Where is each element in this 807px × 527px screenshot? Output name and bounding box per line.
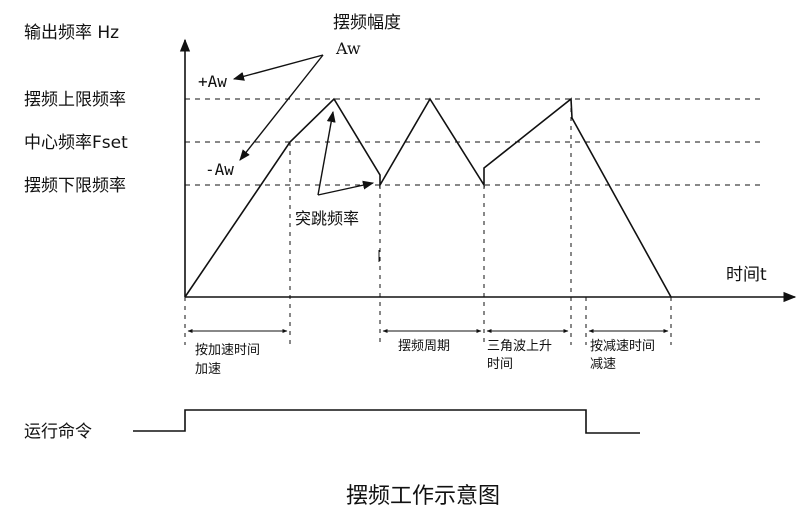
minus-aw-label: -Aw [205, 160, 234, 179]
accel-label-line1: 按加速时间 [195, 343, 260, 358]
accel-label-line2: 加速 [195, 362, 221, 377]
run-command-signal [133, 409, 640, 434]
arrow-jump-left [317, 110, 336, 196]
y-axis-label: 输出频率 Hz [24, 23, 119, 43]
plus-aw-label: +Aw [198, 72, 227, 91]
diagram-caption: 摆频工作示意图 [346, 484, 500, 509]
decel-label-line1: 按减速时间 [590, 339, 655, 354]
tri-label-line1: 三角波上升 [487, 339, 552, 354]
center-freq-label: 中心频率Fset [24, 133, 128, 153]
frequency-waveform [184, 97, 672, 298]
arrow-plus-aw [232, 54, 324, 81]
arrow-jump-right [317, 180, 375, 196]
run-command-label: 运行命令 [24, 422, 92, 442]
jump-freq-label: 突跳频率 [295, 209, 359, 228]
upper-limit-label: 摆频上限频率 [24, 90, 126, 110]
amplitude-symbol: Aw [335, 39, 361, 58]
amplitude-title: 摆频幅度 [333, 13, 401, 33]
tri-label-line2: 时间 [487, 357, 513, 372]
x-axis-label: 时间t [726, 265, 767, 285]
lower-limit-label: 摆频下限频率 [24, 176, 126, 196]
period-label: 摆频周期 [398, 339, 450, 354]
decel-label-line2: 减速 [590, 357, 616, 372]
arrow-minus-aw [239, 54, 324, 161]
